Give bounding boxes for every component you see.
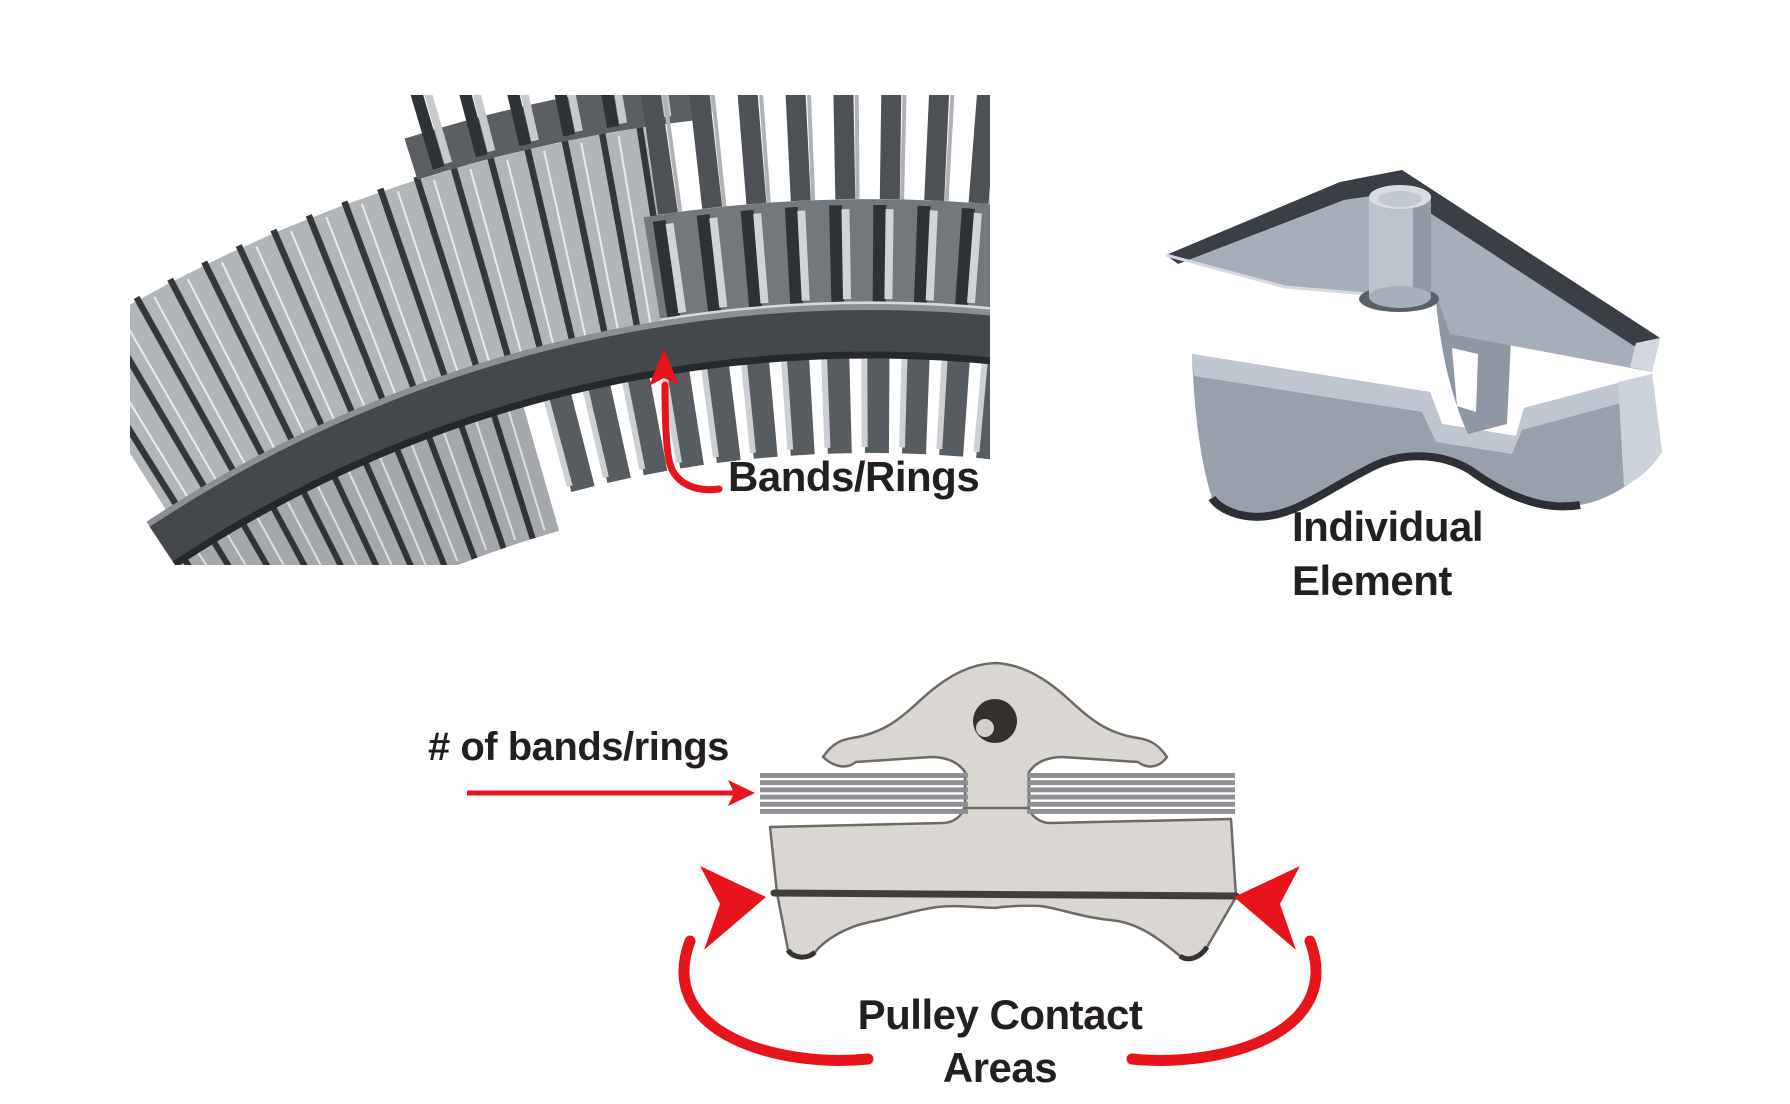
element-3d-neck-notch xyxy=(1452,348,1478,412)
num-bands-label: # of bands/rings xyxy=(428,725,729,769)
num-bands-arrow xyxy=(467,780,755,806)
front-view-band-stack xyxy=(760,773,1235,814)
individual-element-label: Individual Element xyxy=(1292,500,1484,608)
element-3d-lower-slab xyxy=(1192,354,1662,517)
element-3d-pin-shade xyxy=(1413,197,1431,297)
front-view-head xyxy=(821,661,1169,835)
element-3d-head-right-cap xyxy=(1630,338,1660,372)
front-view-pin-hole-highlight xyxy=(976,719,994,737)
pulley-contact-label-line2: Areas xyxy=(942,1044,1058,1091)
individual-element-label-line2: Element xyxy=(1292,557,1452,604)
element-3d-right-cap xyxy=(1618,374,1662,486)
element-3d-slab-bottom-edge xyxy=(1208,452,1581,521)
front-view-body xyxy=(768,806,1238,960)
belt-photo xyxy=(130,95,990,565)
individual-element-label-line1: Individual xyxy=(1292,503,1484,550)
annotation-arrows xyxy=(467,349,1322,1066)
num-bands-arrowhead xyxy=(728,780,755,806)
element-3d-head-top-face xyxy=(1166,170,1660,346)
pulley-contact-left-arrowhead xyxy=(700,866,766,950)
element-3d-slab-top-face xyxy=(1192,354,1654,454)
pulley-contact-label-line1: Pulley Contact xyxy=(857,991,1143,1038)
element-3d-pin-bottom xyxy=(1369,286,1431,308)
pulley-contact-right-arrow xyxy=(1126,866,1322,1066)
front-view-right-foot-edge xyxy=(1178,945,1210,962)
element-3d-pin-top-inner xyxy=(1378,191,1422,207)
individual-element-figure xyxy=(1165,170,1662,521)
pulley-contact-left-arrow xyxy=(678,866,874,1066)
pulley-contact-label: Pulley Contact Areas xyxy=(810,988,1190,1094)
bands-rings-arrowhead xyxy=(649,349,679,386)
front-view-left-foot-edge xyxy=(785,948,817,960)
bands-rings-arrow xyxy=(649,349,723,494)
pulley-contact-right-arrowhead xyxy=(1234,866,1300,950)
element-front-view xyxy=(760,661,1240,962)
bands-rings-label: Bands/Rings xyxy=(728,453,980,500)
front-view-rocking-edge xyxy=(770,889,1240,900)
